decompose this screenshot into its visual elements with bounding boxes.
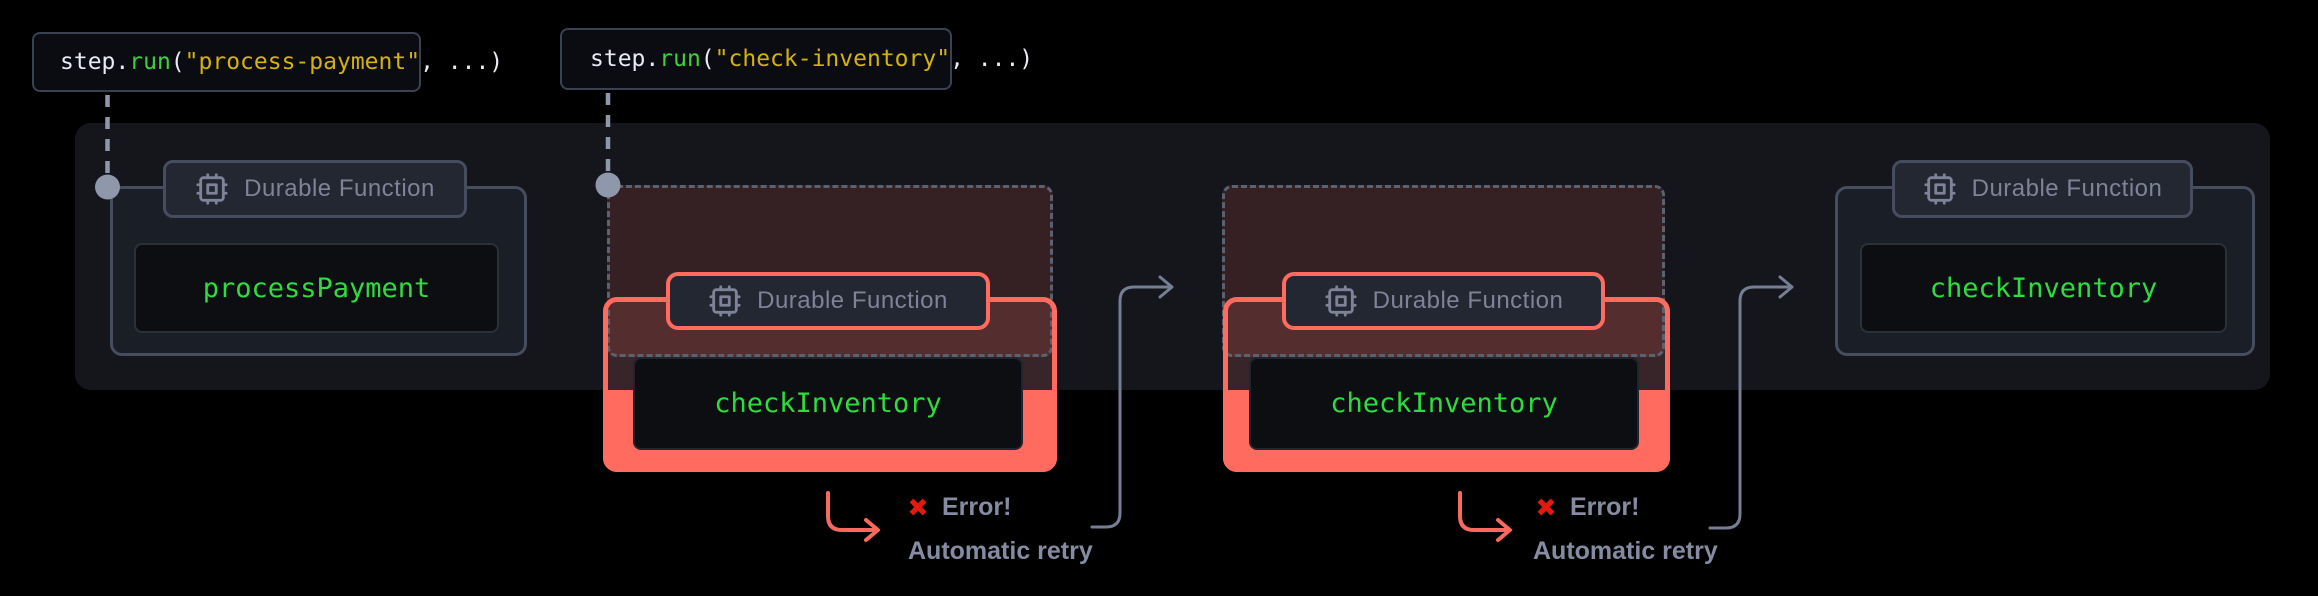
durable-function-badge: Durable Function: [163, 160, 467, 218]
code-token-dot: .: [645, 46, 660, 72]
cross-mark-icon: [909, 498, 927, 516]
cpu-icon: [1924, 173, 1956, 205]
cpu-icon: [196, 173, 228, 205]
function-name: processPayment: [202, 272, 431, 304]
code-token-dot: .: [115, 49, 130, 75]
code-token-method: run: [659, 46, 701, 72]
durable-function-badge: Durable Function: [1892, 160, 2193, 218]
function-name-box: checkInventory: [1860, 243, 2227, 333]
function-name-box: checkInventory: [633, 357, 1023, 450]
code-token-string-arg: "check-inventory": [714, 46, 951, 72]
function-name-box: processPayment: [134, 243, 499, 333]
error-arrow: [1458, 491, 1508, 532]
error-annotation: Error!: [903, 492, 1011, 522]
function-name: checkInventory: [1929, 272, 2158, 304]
function-name-box: checkInventory: [1249, 357, 1639, 450]
error-arrowhead: [864, 518, 880, 542]
function-name: checkInventory: [1330, 388, 1558, 419]
code-token-method: run: [129, 49, 171, 75]
badge-label: Durable Function: [1372, 287, 1564, 314]
badge-label: Durable Function: [757, 287, 948, 314]
code-snippet-check-inventory: step.run("check-inventory", ...): [560, 28, 1033, 90]
code-token-object: step: [590, 46, 646, 72]
cross-mark-icon: [1537, 498, 1555, 516]
function-name: checkInventory: [714, 388, 942, 419]
code-token-rest: , ...): [420, 49, 504, 75]
badge-label: Durable Function: [244, 175, 435, 202]
durable-function-badge-retry: Durable Function: [1282, 272, 1605, 330]
error-label: Error!: [1570, 492, 1640, 521]
cpu-icon: [709, 285, 741, 317]
error-arrowhead: [1496, 518, 1512, 542]
code-token-object: step: [60, 49, 116, 75]
code-token-rest: , ...): [950, 46, 1034, 72]
retry-annotation: Automatic retry: [908, 537, 1093, 565]
badge-label: Durable Function: [1971, 175, 2163, 202]
code-snippet-process-payment: step.run("process-payment", ...): [32, 32, 503, 92]
durable-function-badge-retry: Durable Function: [666, 272, 990, 330]
code-token-paren: (: [700, 46, 715, 72]
retry-annotation: Automatic retry: [1533, 537, 1718, 565]
code-token-paren: (: [170, 49, 185, 75]
error-arrow: [826, 491, 876, 532]
code-token-string-arg: "process-payment": [184, 49, 421, 75]
cpu-icon: [1325, 285, 1357, 317]
error-annotation: Error!: [1531, 492, 1639, 522]
error-label: Error!: [942, 492, 1012, 521]
